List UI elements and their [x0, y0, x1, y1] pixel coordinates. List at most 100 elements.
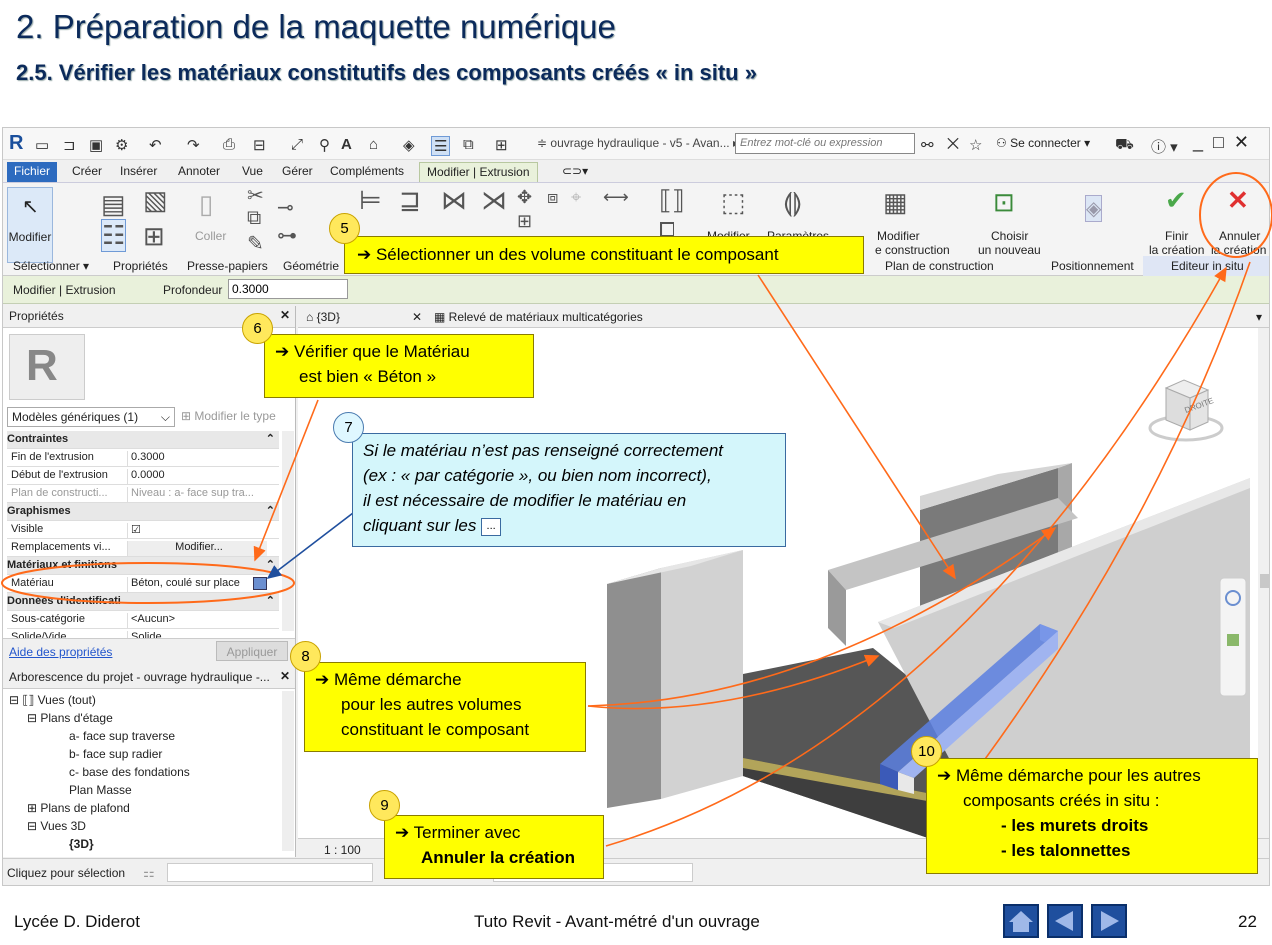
section-icon[interactable]: ◈ [403, 137, 415, 154]
split-icon[interactable]: ⟷ [603, 187, 629, 207]
tree-item[interactable]: a- face sup traverse [69, 729, 176, 743]
tab-annoter[interactable]: Annoter [178, 164, 221, 178]
worksets-icon[interactable]: ⚏ [143, 865, 155, 880]
close-icon[interactable]: ✕ [412, 310, 423, 324]
close-icon[interactable]: ✕ [279, 669, 290, 683]
family-types-icon[interactable]: ⊞ [143, 221, 165, 251]
select-group-label[interactable]: Sélectionner ▾ [13, 259, 90, 273]
search-input[interactable]: Entrez mot-clé ou expression [735, 133, 915, 154]
workset-field[interactable] [167, 863, 373, 882]
create-group-icon[interactable]: ⟦⟧ [659, 185, 685, 215]
tab-gerer[interactable]: Gérer [282, 164, 313, 178]
material-browse-button[interactable] [253, 577, 267, 590]
pick-new-button[interactable]: Choisir [991, 229, 1029, 243]
tree-item[interactable]: c- base des fondations [69, 765, 190, 779]
tree-floor-plans[interactable]: ⊟ Plans d'étage [27, 711, 113, 725]
tab-inserer[interactable]: Insérer [120, 164, 158, 178]
copy-element-icon[interactable]: ⧈ [547, 187, 559, 207]
favorites-star-icon[interactable]: ☆ [969, 137, 983, 154]
close-icon[interactable]: ✕ [279, 308, 290, 322]
undo-icon[interactable]: ↶ [149, 137, 162, 154]
finish-creation-button[interactable]: Finir [1165, 229, 1189, 243]
join-geometry-icon[interactable]: ⊸ [277, 197, 294, 219]
measure-icon[interactable]: ⊟ [253, 137, 266, 154]
dimension-icon[interactable]: ⤢ [291, 136, 304, 153]
apply-button[interactable]: Appliquer [216, 641, 288, 661]
tab-modifier-extrusion[interactable]: Modifier | Extrusion [419, 162, 538, 182]
mirror-axis-icon[interactable]: ⋈ [441, 185, 467, 215]
browser-scrollbar[interactable] [282, 691, 294, 851]
tree-item[interactable]: b- face sup radier [69, 747, 163, 761]
modify-button[interactable]: ↖ Modifier [7, 187, 53, 263]
nav-previous-button[interactable] [1047, 904, 1083, 938]
row-visible[interactable]: Visible☑ [7, 521, 279, 539]
offset-icon[interactable]: ⊒ [399, 185, 421, 215]
tab-view-3d[interactable]: ⌂ {3D} [306, 310, 340, 324]
text-icon[interactable]: A [341, 136, 352, 153]
array-icon[interactable]: ⊞ [517, 211, 533, 231]
paste-button[interactable]: Coller [195, 229, 227, 243]
properties-scrollbar[interactable] [282, 431, 294, 631]
sync-icon[interactable]: ⚙ [115, 137, 129, 154]
type-properties-icon[interactable]: ▧ [143, 185, 168, 215]
save-icon[interactable]: ▣ [89, 137, 104, 154]
tree-3d-views[interactable]: ⊟ Vues 3D [27, 819, 86, 833]
tree-views-all[interactable]: ⊟ ⟦⟧ Vues (tout) [9, 693, 96, 707]
3d-view-icon[interactable]: ⌂ [369, 136, 379, 153]
finish-check-icon[interactable]: ✔ [1165, 185, 1187, 215]
work-plane-grid-icon[interactable]: ▦ [883, 187, 908, 217]
match-properties-icon[interactable]: ✎ [247, 233, 264, 255]
section-materiaux[interactable]: Matériaux et finitions⌃ [7, 557, 279, 575]
parts-icon[interactable]: ⧠ [659, 219, 675, 241]
mirror-draw-icon[interactable]: ⋊ [481, 185, 507, 215]
edit-work-plane-icon[interactable]: ⬚ [721, 187, 746, 217]
parameters-icon[interactable]: ⟬⟭ [783, 187, 803, 217]
positioning-icon[interactable]: ◈ [1085, 195, 1103, 222]
print-icon[interactable]: ⎙ [223, 136, 236, 153]
cut-icon[interactable]: ✂ [247, 185, 264, 207]
tab-vue[interactable]: Vue [242, 164, 263, 178]
binoculars-icon[interactable]: ⚯ [921, 137, 934, 154]
copy-icon[interactable]: ⧉ [247, 207, 262, 229]
row-sous-categorie[interactable]: Sous-catégorie<Aucun> [7, 611, 279, 629]
folder-icon[interactable]: ⊐ [63, 137, 76, 154]
close-hidden-icon[interactable]: ⧉ [463, 136, 474, 153]
thin-lines-icon[interactable]: ☰ [431, 136, 451, 156]
align-icon[interactable]: ⊨ [359, 185, 382, 215]
row-remplacements[interactable]: Remplacements vi...Modifier... [7, 539, 279, 557]
section-graphismes[interactable]: Graphismes⌃ [7, 503, 279, 521]
pick-new-host-icon[interactable]: ⊡ [993, 187, 1015, 217]
redo-icon[interactable]: ↷ [187, 137, 200, 154]
cancel-x-icon[interactable]: ✕ [1227, 185, 1249, 215]
communication-icon[interactable]: ⨉ [947, 136, 960, 153]
sign-in-button[interactable]: ⚇ Se connecter ▾ [996, 136, 1091, 150]
section-contraintes[interactable]: Contraintes⌃ [7, 431, 279, 449]
tree-item-3d[interactable]: {3D} [69, 837, 94, 851]
tag-icon[interactable]: ⚲ [319, 137, 330, 154]
tabs-menu-icon[interactable]: ▾ [1256, 310, 1263, 324]
delete-pin-icon[interactable]: ⌖ [571, 187, 582, 207]
depth-input[interactable] [228, 279, 348, 299]
cut-geometry-icon[interactable]: ⊶ [277, 225, 297, 247]
cancel-creation-button[interactable]: Annuler [1219, 229, 1261, 243]
tab-fichier[interactable]: Fichier [7, 162, 58, 182]
window-controls[interactable]: _□✕ [1193, 132, 1259, 152]
help-icon[interactable]: ⓘ ▾ [1151, 139, 1178, 156]
view-scale[interactable]: 1 : 100 [324, 843, 361, 857]
tree-ceiling-plans[interactable]: ⊞ Plans de plafond [27, 801, 130, 815]
modify-construction-plane-button[interactable]: Modifier [877, 229, 920, 243]
edit-type-button[interactable]: ⊞ Modifier le type [181, 409, 276, 423]
type-selector[interactable]: Modèles génériques (1) ⌵ [7, 407, 175, 427]
contextual-tab-menu-icon[interactable]: ⊂⊃▾ [562, 164, 589, 178]
paste-icon[interactable]: ▯ [199, 189, 214, 219]
tab-creer[interactable]: Créer [72, 164, 103, 178]
cart-icon[interactable]: ⛟ [1115, 136, 1134, 153]
revit-logo-icon[interactable]: R [9, 132, 24, 154]
tab-complements[interactable]: Compléments [330, 164, 405, 178]
nav-home-button[interactable] [1003, 904, 1039, 938]
move-icon[interactable]: ✥ [517, 187, 533, 207]
tab-material-schedule[interactable]: ▦ Relevé de matériaux multicatégories [434, 310, 643, 324]
properties-type-icon[interactable]: ▤ [101, 189, 126, 219]
